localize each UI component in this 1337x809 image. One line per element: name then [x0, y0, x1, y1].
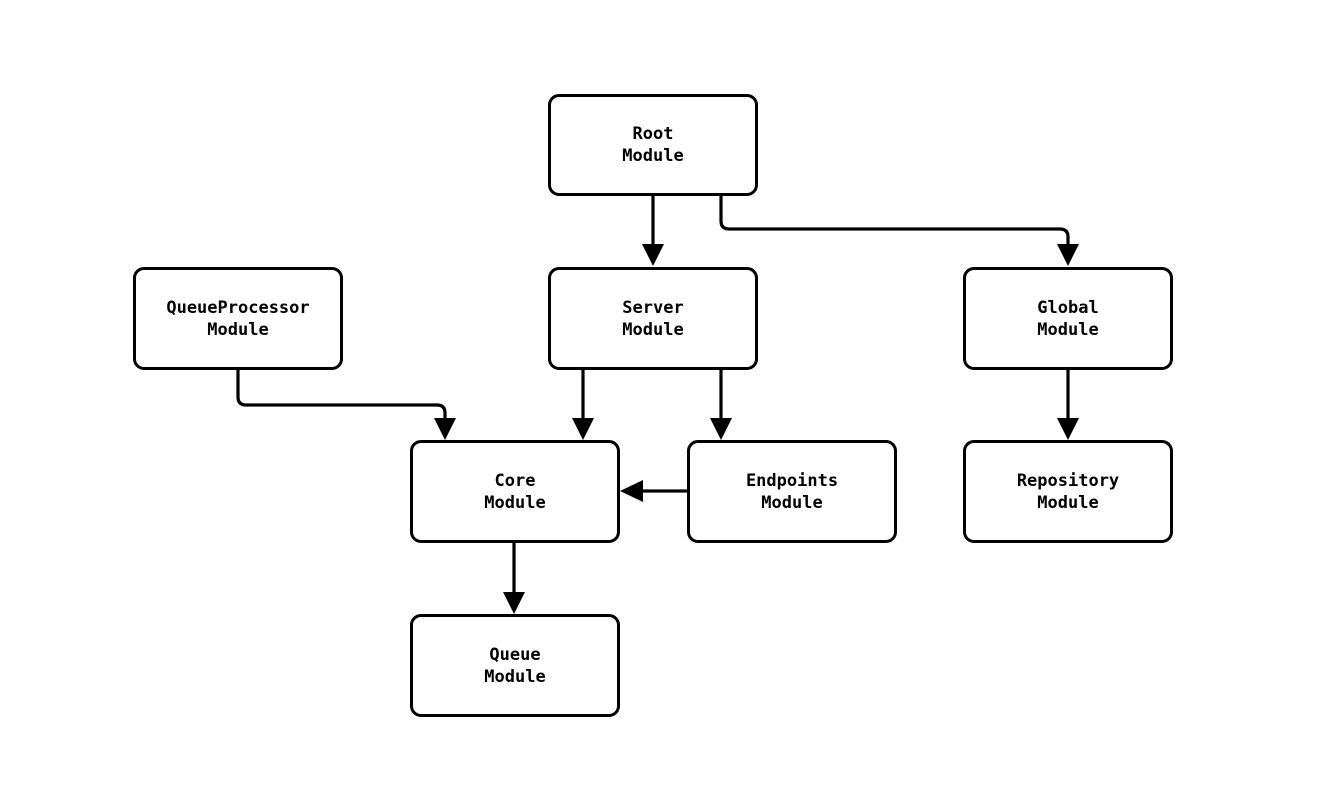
node-endpoints-module[interactable]: Endpoints Module — [687, 440, 897, 543]
node-label-root-module: Root Module — [622, 124, 684, 166]
node-label-endpoints-module: Endpoints Module — [745, 470, 839, 513]
arrowhead-down-icon — [710, 418, 732, 440]
arrowhead-down-icon — [572, 418, 594, 440]
arrowhead-left-icon — [620, 480, 643, 502]
node-label-queueprocessor-module: QueueProcessor Module — [166, 297, 310, 340]
node-repository-module[interactable]: Repository Module — [963, 440, 1173, 543]
node-label-core-module: Core Module — [484, 470, 546, 513]
edge-root-global — [719, 196, 1079, 266]
node-server-module[interactable]: Server Module — [548, 267, 758, 370]
arrowhead-down-icon — [1057, 418, 1079, 440]
node-global-module[interactable]: Global Module — [963, 267, 1173, 370]
node-label-global-module: Global Module — [1037, 297, 1099, 340]
arrowhead-down-icon — [642, 244, 664, 266]
edge-root-server — [642, 196, 664, 266]
node-core-module[interactable]: Core Module — [410, 440, 620, 543]
edge-core-queue — [503, 543, 525, 614]
node-label-server-module: Server Module — [622, 297, 684, 340]
arrowhead-down-icon — [503, 592, 525, 614]
node-label-queue-module: Queue Module — [484, 644, 546, 687]
edge-global-repository — [1057, 370, 1079, 440]
edge-endpoints-core — [620, 480, 687, 502]
arrowhead-down-icon — [1057, 244, 1079, 266]
node-queueprocessor-module[interactable]: QueueProcessor Module — [133, 267, 343, 370]
edge-server-endpoints — [710, 370, 732, 440]
edge-queueprocessor-core — [236, 370, 456, 440]
node-queue-module[interactable]: Queue Module — [410, 614, 620, 717]
node-root-module[interactable]: Root Module — [548, 94, 758, 196]
edge-server-core — [572, 370, 594, 440]
arrowhead-down-icon — [434, 418, 456, 440]
node-label-repository-module: Repository Module — [1016, 470, 1120, 513]
